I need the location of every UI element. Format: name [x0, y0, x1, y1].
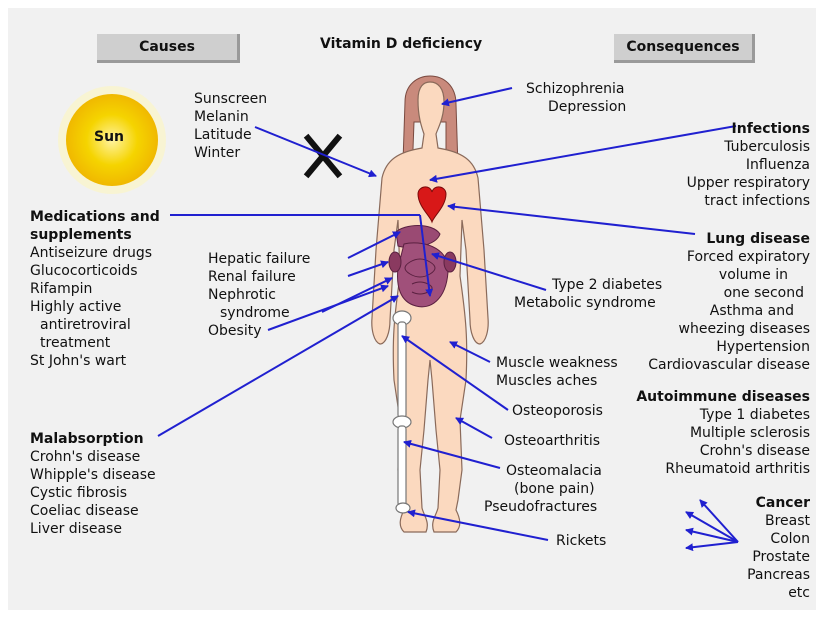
lung-item: Hypertension: [716, 338, 810, 356]
medications-heading: Medications and: [30, 208, 160, 226]
malabsorption-item: Cystic fibrosis: [30, 484, 127, 502]
cancer-item: etc: [788, 584, 810, 602]
organ-cause: Nephrotic: [208, 286, 276, 304]
medication-item: St John's wart: [30, 352, 126, 370]
metabolic-item: Metabolic syndrome: [514, 294, 656, 312]
infection-item: Influenza: [746, 156, 810, 174]
organ-cause: Hepatic failure: [208, 250, 310, 268]
infection-item: tract infections: [704, 192, 810, 210]
cancer-item: Breast: [765, 512, 810, 530]
malabsorption-item: Whipple's disease: [30, 466, 156, 484]
metabolic-item: Type 2 diabetes: [552, 276, 662, 294]
medication-item: Antiseizure drugs: [30, 244, 152, 262]
sun-factor: Sunscreen: [194, 90, 267, 108]
lung-item: volume in: [719, 266, 788, 284]
infections-heading: Infections: [732, 120, 810, 138]
medication-item: Highly active: [30, 298, 121, 316]
cancer-item: Pancreas: [747, 566, 810, 584]
organ-cause: syndrome: [220, 304, 290, 322]
lung-item: Asthma and: [710, 302, 794, 320]
osteomalacia-item: (bone pain): [514, 480, 595, 498]
sun-factor: Melanin: [194, 108, 249, 126]
cancer-heading: Cancer: [756, 494, 810, 512]
autoimmune-item: Multiple sclerosis: [690, 424, 810, 442]
mental-consequence: Depression: [548, 98, 626, 116]
autoimmune-item: Type 1 diabetes: [700, 406, 810, 424]
autoimmune-item: Rheumatoid arthritis: [665, 460, 810, 478]
muscle-item: Muscles aches: [496, 372, 597, 390]
organ-cause: Obesity: [208, 322, 261, 340]
lung-item: Forced expiratory: [687, 248, 810, 266]
lung-heading: Lung disease: [706, 230, 810, 248]
sun-factor: Winter: [194, 144, 240, 162]
osteomalacia-item: Pseudofractures: [484, 498, 597, 516]
osteoarthritis-label: Osteoarthritis: [504, 432, 600, 450]
medication-item: Rifampin: [30, 280, 92, 298]
lung-item: one second: [724, 284, 804, 302]
osteoporosis-label: Osteoporosis: [512, 402, 603, 420]
mental-consequence: Schizophrenia: [526, 80, 624, 98]
medication-item: antiretroviral: [30, 316, 131, 334]
medication-item: treatment: [30, 334, 110, 352]
malabsorption-heading: Malabsorption: [30, 430, 144, 448]
autoimmune-item: Crohn's disease: [700, 442, 810, 460]
medications-heading: supplements: [30, 226, 132, 244]
lung-item: Cardiovascular disease: [648, 356, 810, 374]
infection-item: Upper respiratory: [687, 174, 810, 192]
cancer-item: Prostate: [752, 548, 810, 566]
cancer-item: Colon: [770, 530, 810, 548]
sun-label: Sun: [94, 128, 124, 146]
malabsorption-item: Crohn's disease: [30, 448, 140, 466]
malabsorption-item: Liver disease: [30, 520, 122, 538]
sun-factor: Latitude: [194, 126, 252, 144]
malabsorption-item: Coeliac disease: [30, 502, 139, 520]
rickets-label: Rickets: [556, 532, 606, 550]
lung-item: wheezing diseases: [679, 320, 810, 338]
infection-item: Tuberculosis: [724, 138, 810, 156]
human-body-icon: [372, 76, 488, 532]
organ-cause: Renal failure: [208, 268, 296, 286]
osteomalacia-item: Osteomalacia: [506, 462, 602, 480]
blocked-x-icon: [308, 138, 338, 174]
muscle-item: Muscle weakness: [496, 354, 618, 372]
medication-item: Glucocorticoids: [30, 262, 138, 280]
autoimmune-heading: Autoimmune diseases: [636, 388, 810, 406]
